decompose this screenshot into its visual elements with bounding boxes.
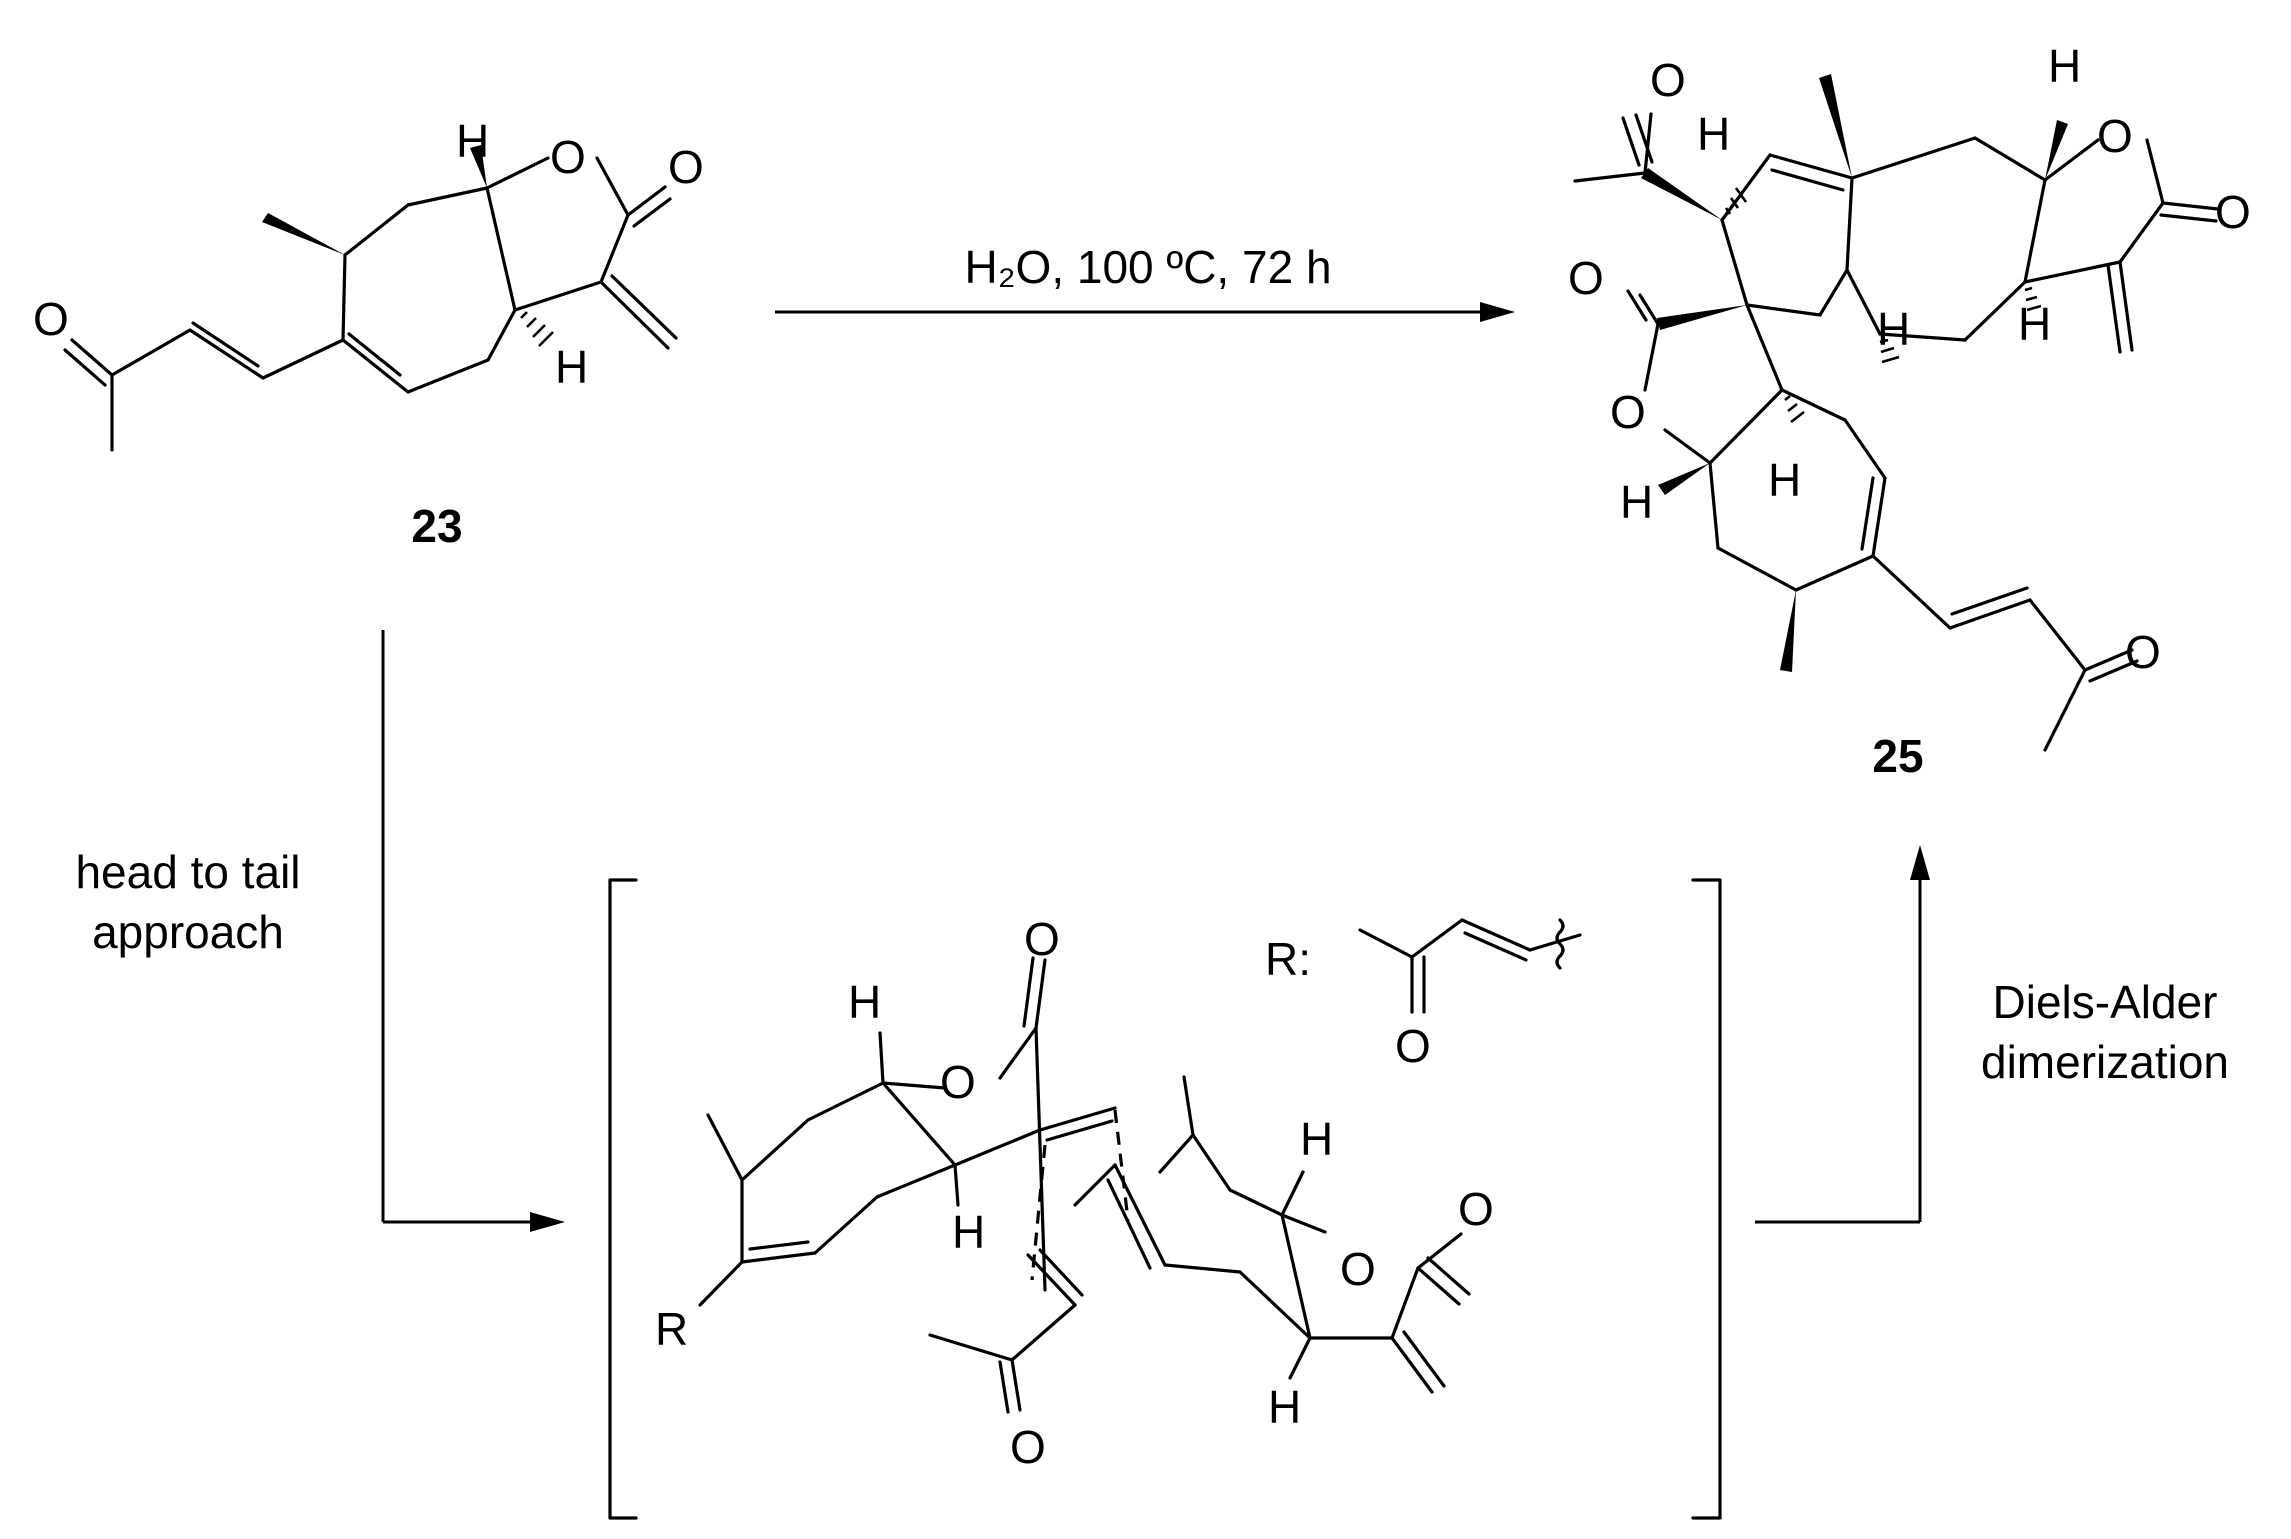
c25-h-acetyl: H xyxy=(1697,108,1730,160)
r-group-o-ketone: O xyxy=(1395,1020,1431,1072)
approach-label-line1: head to tail xyxy=(75,846,300,898)
ts-h-right-bottom: H xyxy=(1268,1381,1301,1433)
c25-h-fusion: H xyxy=(1877,303,1910,355)
c23-h-top: H xyxy=(456,115,489,167)
approach-label-line2: approach xyxy=(92,906,284,958)
ts-r-substituent: R xyxy=(655,1303,688,1355)
c25-o-acetyl: O xyxy=(1650,54,1686,106)
ts-h-right-top: H xyxy=(1300,1113,1333,1165)
left-approach-arrow xyxy=(381,630,565,1232)
c25-h-ring: H xyxy=(2018,298,2051,350)
transition-state-brackets xyxy=(608,878,1722,1520)
ts-o-carbonyl-left: O xyxy=(1024,913,1060,965)
transition-state-structure: O H O H O H O O H R O xyxy=(655,913,1582,1473)
c25-h-ester: H xyxy=(1620,476,1653,528)
compound-23-structure: H O O H O xyxy=(33,115,704,452)
compound-25-label: 25 xyxy=(1872,730,1923,782)
c25-o-ester-carbonyl: O xyxy=(1568,252,1604,304)
reaction-conditions: H₂O, 100 ºC, 72 h xyxy=(964,241,1331,293)
ts-h-left-bottom: H xyxy=(952,1206,985,1258)
ts-h-left-top: H xyxy=(848,976,881,1028)
c23-o-ketone: O xyxy=(33,293,69,345)
c23-o-carbonyl: O xyxy=(668,141,704,193)
r-group-label: R: xyxy=(1265,933,1311,985)
right-dimerization-arrow xyxy=(1755,845,1930,1224)
compound-25-structure: O H H O O H H O O H H O xyxy=(1568,40,2251,752)
ts-o-ring-left: O xyxy=(940,1056,976,1108)
c25-o-lactone-carbonyl: O xyxy=(2215,186,2251,238)
c23-o-ring: O xyxy=(550,131,586,183)
ts-o-ketone: O xyxy=(1010,1421,1046,1473)
c25-o-ketone: O xyxy=(2125,626,2161,678)
ts-o-carbonyl-right: O xyxy=(1458,1183,1494,1235)
dimerization-label-line1: Diels-Alder xyxy=(1993,976,2218,1028)
c25-o-ester: O xyxy=(1610,386,1646,438)
c25-h-top: H xyxy=(2048,40,2081,92)
c23-h-bottom: H xyxy=(555,341,588,393)
compound-23-label: 23 xyxy=(411,500,462,552)
c25-o-lactone-ring: O xyxy=(2097,110,2133,162)
dimerization-label-line2: dimerization xyxy=(1981,1036,2229,1088)
ts-o-ring-right: O xyxy=(1340,1243,1376,1295)
c25-h-spiro: H xyxy=(1768,454,1801,506)
top-reaction-arrow xyxy=(775,302,1515,322)
